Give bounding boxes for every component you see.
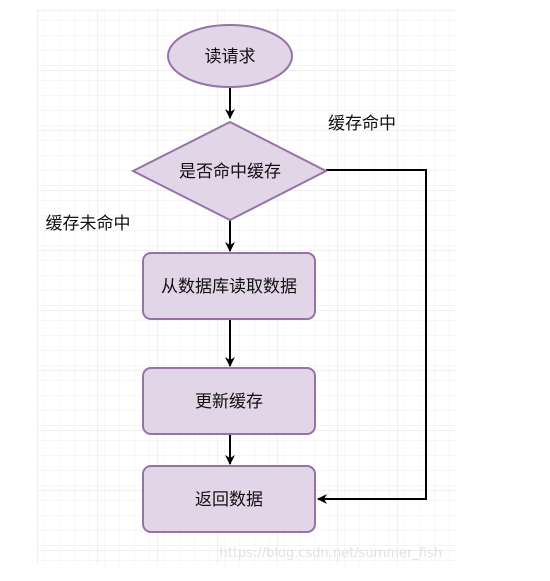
node-return-data: 返回数据 (142, 465, 316, 533)
return-data-box (142, 465, 316, 533)
edge-label-miss: 缓存未命中 (46, 214, 131, 234)
return-data-label: 返回数据 (195, 490, 263, 510)
update-cache-label: 更新缓存 (195, 392, 263, 412)
node-read-db: 从数据库读取数据 (142, 252, 316, 320)
node-start: 读请求 (167, 24, 293, 88)
start-label: 读请求 (205, 47, 256, 67)
update-cache-box (142, 367, 316, 435)
node-update-cache: 更新缓存 (142, 367, 316, 435)
watermark: https://blog.csdn.net/summer_fish (220, 546, 442, 561)
decision-diamond (130, 120, 329, 222)
edge-decision-hit-to-return (317, 169, 427, 504)
read-db-label: 从数据库读取数据 (161, 277, 297, 297)
read-db-box (142, 252, 316, 320)
start-ellipse (167, 24, 293, 88)
edge-label-hit: 缓存命中 (328, 114, 396, 134)
edges (225, 88, 427, 504)
decision-label: 是否命中缓存 (179, 162, 281, 182)
node-decision: 是否命中缓存 (130, 120, 329, 222)
